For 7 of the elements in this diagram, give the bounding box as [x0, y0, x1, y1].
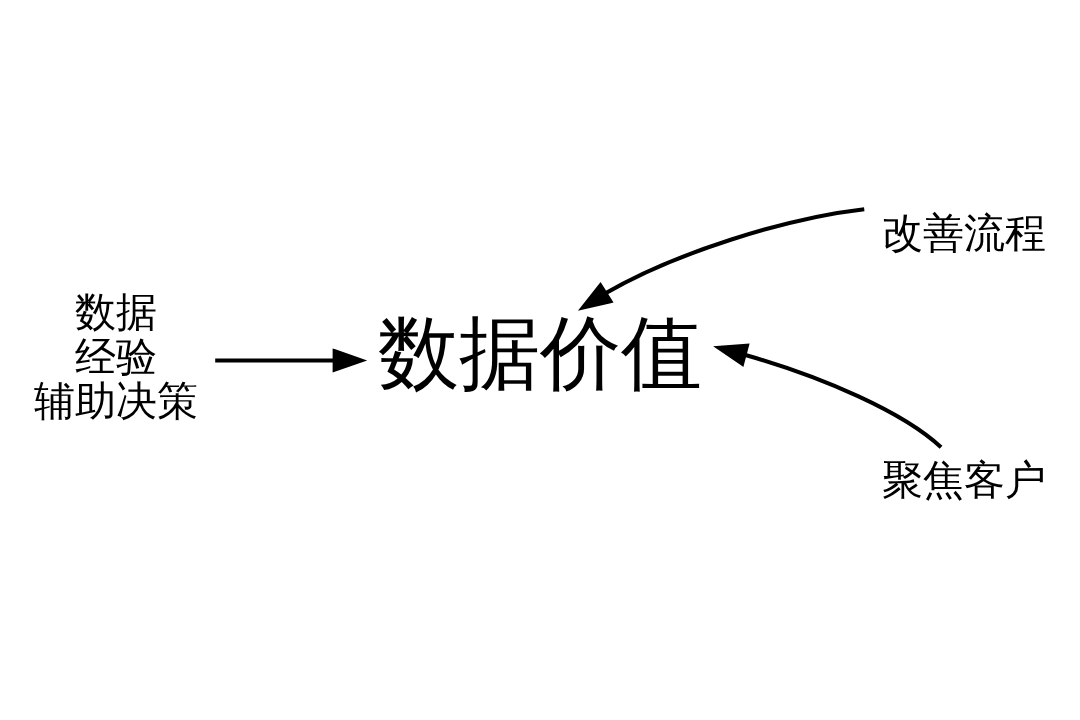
node-text: 数据价值 — [378, 308, 702, 399]
arrow — [215, 347, 368, 373]
node-text: 聚焦客户 — [882, 455, 1047, 504]
arrow — [713, 343, 943, 449]
node-text: 改善流程 — [882, 208, 1047, 257]
arrow — [577, 206, 865, 311]
node-text: 数据 经验 辅助决策 — [33, 287, 198, 425]
